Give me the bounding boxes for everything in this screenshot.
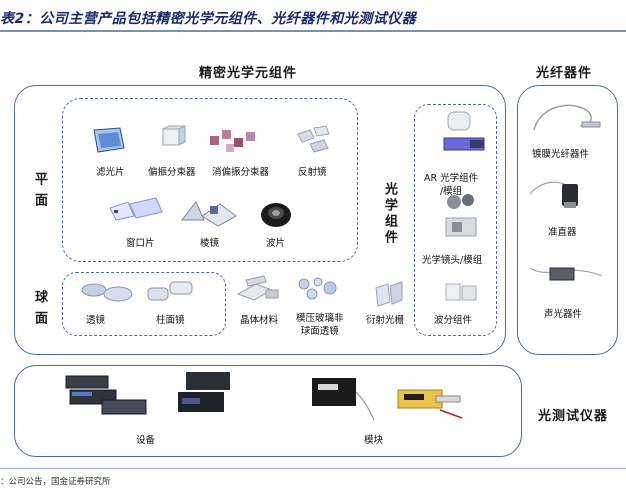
molded-asphere-icon [296,276,344,302]
wavelength-module-label: 波分组件 [434,312,472,326]
crystal-label: 晶体材料 [240,312,278,326]
depolarizing-splitter-icon [208,126,258,156]
ar-module-icon [440,110,490,166]
equipment-b-icon [176,370,236,424]
beam-splitter-label: 偏振分束器 [148,164,196,178]
crystal-icon [236,276,282,304]
optical-test-header: 光测试仪器 [538,405,608,424]
assembly-label: 光学组件 [380,182,399,246]
coated-fiber-icon [530,100,604,140]
window-label: 窗口片 [126,235,155,249]
collimator-label: 准直器 [548,224,577,238]
coated-fiber-label: 镀膜光纤器件 [532,146,589,160]
mirror-label: 反射镜 [298,164,327,178]
wavelength-module-icon [444,282,478,304]
grating-icon [374,282,404,308]
window-icon [106,198,164,222]
plane-label: 平面 [30,172,49,214]
lens-icon [80,280,134,304]
acousto-optic-label: 声光器件 [544,306,582,320]
filter-label: 滤光片 [96,164,125,178]
waveplate-icon [260,202,292,228]
ar-module-label: AR 光学组件 /模组 [424,172,478,198]
beam-splitter-icon [160,126,186,152]
sphere-label: 球面 [30,290,49,332]
collimator-icon [528,176,600,212]
prism-icon [180,198,238,228]
equipment-a-icon [62,370,150,418]
prism-label: 棱镜 [200,235,219,249]
lens-label: 透镜 [86,312,105,326]
molded-asphere-label: 模压玻璃非 球面透镜 [296,312,344,338]
page-title: 表2：公司主营产品包括精密光学元组件、光纤器件和光测试仪器 [0,8,416,28]
equipment-label: 设备 [136,432,155,446]
source-note: ：公司公告，国金证券研究所 [0,475,111,487]
filter-icon [90,126,126,156]
fiber-devices-header: 光纤器件 [536,62,592,81]
cylindrical-lens-icon [146,280,196,306]
title-rule [0,30,626,32]
module-a-icon [304,372,376,424]
cylindrical-lens-label: 柱面镜 [156,312,185,326]
module-b-icon [396,384,466,424]
acousto-optic-icon [528,260,604,294]
lens-module-icon [442,192,486,248]
depolarizing-splitter-label: 消偏振分束器 [212,164,269,178]
mirror-icon [296,126,332,156]
module-label: 模块 [364,432,383,446]
footer-rule [0,468,626,469]
lens-module-label: 光学镜头/模组 [422,252,482,266]
grating-label: 衍射光栅 [366,312,404,326]
waveplate-label: 波片 [266,235,285,249]
optical-components-header: 精密光学元组件 [199,62,297,81]
